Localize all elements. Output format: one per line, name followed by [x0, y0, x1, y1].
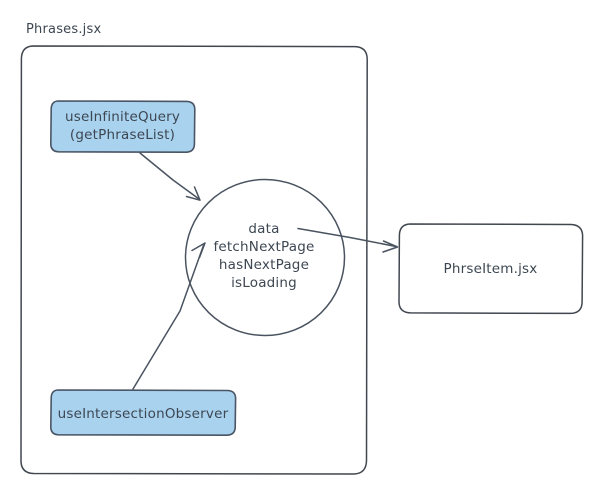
use-infinite-query-box[interactable] [50, 100, 196, 153]
edge-state-to-component [297, 227, 399, 253]
use-intersection-observer-label: useIntersectionObserver [58, 406, 229, 422]
edge-query-to-state [139, 152, 201, 201]
container-label: Phrases.jsx [26, 22, 101, 37]
phrse-item-label: PhrseItem.jsx [444, 261, 538, 277]
use-intersection-observer-box[interactable] [50, 389, 237, 436]
state-circle-shape [184, 178, 346, 337]
state-item-data: data [248, 221, 279, 237]
use-infinite-query-label-line1: useInfiniteQuery [65, 109, 180, 125]
state-item-is-loading: isLoading [231, 275, 297, 291]
state-item-has-next-page: hasNextPage [219, 257, 309, 273]
state-item-fetch-next-page: fetchNextPage [213, 239, 314, 255]
phrases-container-box [20, 45, 368, 475]
edge-observer-to-state [132, 242, 206, 390]
use-infinite-query-label-line2: (getPhraseList) [70, 127, 175, 143]
phrse-item-box[interactable] [398, 223, 584, 315]
